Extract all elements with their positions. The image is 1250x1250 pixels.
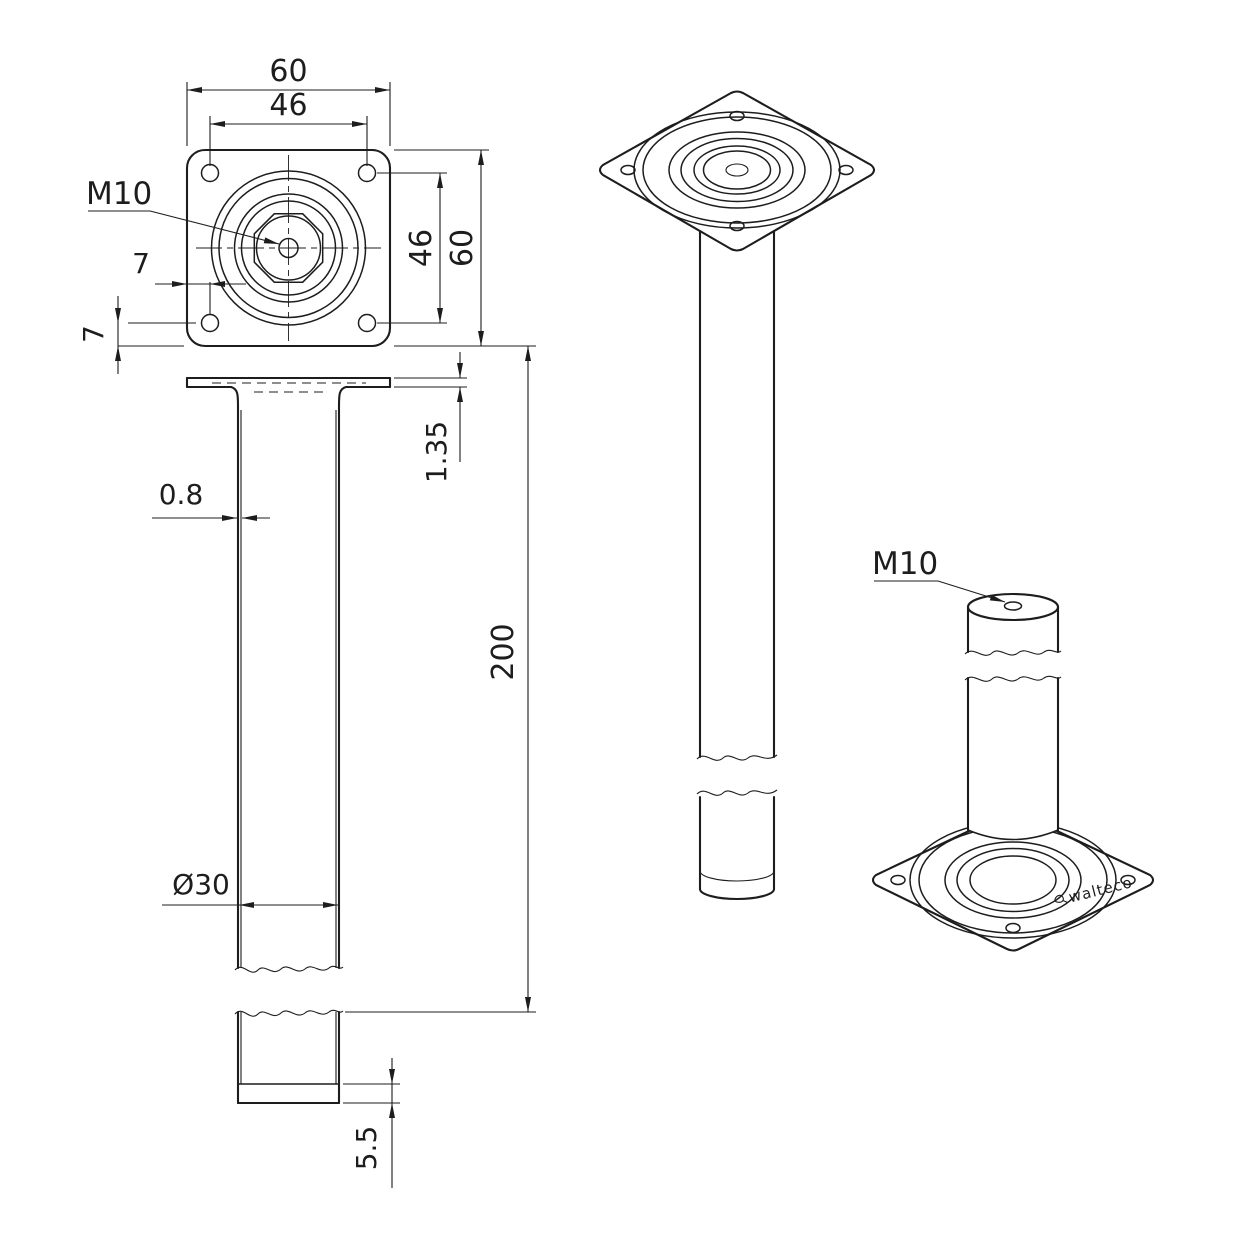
dim-diameter: Ø30 [162, 868, 339, 908]
brand-logo [1054, 894, 1068, 903]
dim-hole-spacing-top: 46 [209, 88, 368, 166]
dim-total-length-label: 200 [486, 623, 521, 680]
break-line-lower [964, 675, 1062, 682]
dim-width-top: 60 [186, 54, 391, 146]
brand-label: walteco [1067, 873, 1135, 906]
plan-view: 60 46 M10 7 7 [77, 54, 536, 374]
break-line-upper [964, 649, 1062, 656]
dim-plate-thickness: 1.35 [394, 352, 467, 483]
plate-outline-plan [185, 148, 392, 348]
dim-diameter-label: Ø30 [172, 868, 230, 901]
mounting-holes-iso [620, 110, 854, 232]
tube-plate-junction [967, 829, 1059, 841]
plate-profile-front [185, 376, 392, 408]
tube-top-face [966, 592, 1060, 622]
m10-label-iso: M10 [872, 546, 938, 582]
tube-iso-up [696, 229, 778, 901]
tube-occlusion-fill [968, 607, 1058, 840]
m10-callout-iso: M10 [872, 546, 1006, 603]
tube-front [234, 404, 344, 1105]
m10-callout-plan: M10 [86, 176, 280, 245]
plate-outline-iso [598, 90, 876, 252]
break-line-upper [696, 754, 778, 761]
dim-total-length: 200 [345, 346, 536, 1013]
dim-height-right-label: 60 [445, 229, 480, 267]
dim-edge-h-label: 7 [132, 247, 150, 280]
foot-cap-arc [699, 870, 775, 882]
m10-label-plan: M10 [86, 176, 152, 212]
break-line-lower [234, 1009, 344, 1017]
boss-rings-iso [633, 111, 841, 229]
dim-edge-offset-horizontal: 7 [132, 247, 246, 314]
iso-view-plate-up [598, 90, 876, 901]
dim-hole-spacing-right: 46 [377, 172, 447, 324]
tube-bottom-arc [698, 887, 776, 901]
dim-wall-thickness: 0.8 [152, 478, 270, 521]
dim-cap-height-label: 5.5 [350, 1126, 383, 1171]
dim-width-top-label: 60 [269, 54, 307, 89]
dim-hole-spacing-top-label: 46 [269, 88, 307, 123]
break-line-upper [234, 965, 344, 973]
tube-iso-down [964, 592, 1062, 841]
dim-hole-spacing-right-label: 46 [404, 229, 439, 267]
iso-view-plate-down: M10 walteco [871, 546, 1155, 952]
dim-edge-v-label: 7 [77, 325, 110, 343]
dim-cap-height: 5.5 [343, 1058, 400, 1188]
dim-height-right: 60 [394, 149, 536, 347]
boss-octagon [253, 213, 324, 283]
m10-hole-iso [1003, 601, 1023, 611]
dim-edge-offset-vertical: 7 [77, 296, 196, 374]
break-line-lower [696, 789, 778, 796]
centerlines-plan [196, 155, 381, 341]
front-view: 1.35 0.8 200 Ø30 5.5 [152, 346, 536, 1188]
dim-plate-thickness-label: 1.35 [420, 421, 453, 483]
dim-wall-label: 0.8 [159, 478, 204, 511]
